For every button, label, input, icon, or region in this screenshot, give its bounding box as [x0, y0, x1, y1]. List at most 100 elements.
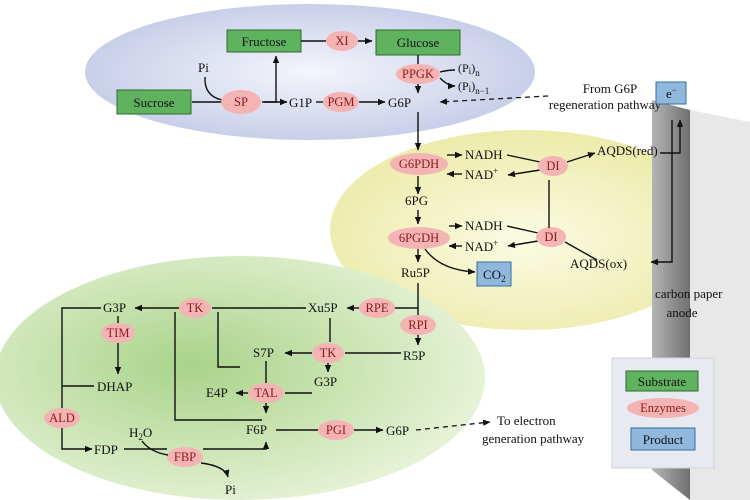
aqds-ox-label: AQDS(ox) [570, 256, 627, 271]
fbp-enzyme [167, 447, 203, 467]
anode-to-aqdsox-arrow [650, 120, 673, 266]
legend-substrate-label: Substrate [638, 374, 687, 389]
sp-enzyme [221, 90, 261, 114]
di2-enzyme [536, 227, 566, 247]
di1-enzyme-label: DI [546, 159, 559, 173]
g3p-mid-label: G3P [314, 374, 337, 389]
xi-enzyme-label: XI [335, 34, 348, 48]
f6p-label: F6P [246, 422, 267, 437]
pgm-enzyme-label: PGM [327, 95, 354, 109]
g3p-to-fdp-arrow [61, 307, 101, 453]
nad2-label: NAD+ [465, 238, 498, 254]
r5p-label: R5P [403, 348, 425, 363]
fructose-label: Fructose [242, 34, 287, 49]
nadh2-to-di-line [506, 225, 539, 234]
tal-enzyme-label: TAL [254, 386, 277, 400]
co2-label: CO2 [483, 267, 506, 284]
rpe-enzyme [359, 298, 395, 318]
tk2-enzyme-label: TK [320, 346, 337, 360]
6pgdh-enzyme [388, 227, 450, 249]
pgi-enzyme [318, 420, 354, 440]
g3p-left-label: G3P [103, 300, 126, 315]
to-electron-line1: To electron [497, 413, 556, 428]
pi-bottom-label: Pi [225, 482, 236, 497]
nadh1-to-di-line [506, 154, 541, 163]
g6p-bottom-label: G6P [386, 423, 409, 438]
rpi-enzyme-label: RPI [408, 318, 427, 332]
anode-label: anode [666, 305, 697, 320]
g6pdh-enzyme [390, 153, 448, 175]
xu5p-label: Xu5P [308, 300, 338, 315]
ppgk-pn-line [439, 69, 456, 73]
pgm-enzyme [323, 92, 359, 112]
g6p-top-label: G6P [388, 95, 411, 110]
ppgk-enzyme [396, 64, 440, 84]
6pgdh-enzyme-label: 6PGDH [399, 231, 439, 245]
nadh2-label: NADH [465, 218, 503, 233]
rpi-enzyme [400, 315, 436, 335]
ppgk-enzyme-label: PPGK [402, 67, 434, 81]
g6pdh-enzyme-label: G6PDH [399, 157, 439, 171]
nadh1-label: NADH [465, 147, 503, 162]
tk1-to-f6p-line [174, 312, 262, 421]
fbp-to-pi-arrow [200, 462, 230, 478]
from-g6p-line1: From G6P [583, 81, 638, 96]
pn-label: (Pi)n [458, 61, 480, 78]
h2o-label: H2O [129, 425, 152, 442]
electron-product-box [655, 81, 687, 105]
di2-to-aqdsox-line [564, 241, 598, 261]
aqds-red-label: AQDS(red) [597, 143, 658, 158]
from-g6p-dashed-arrow [439, 95, 549, 105]
pi-top: Pi [198, 60, 209, 75]
carbon-paper-label: carbon paper [655, 286, 723, 301]
pgi-enzyme-label: PGI [326, 423, 346, 437]
s7p-label: S7P [253, 345, 274, 360]
di2-enzyme-label: DI [544, 230, 557, 244]
dhap-label: DHAP [97, 379, 132, 394]
pn1-label: (Pi)n−1 [458, 79, 489, 96]
6pg-label: 6PG [405, 193, 428, 208]
legend-enzyme-ellipse [627, 398, 699, 418]
6pgdh-to-co2-arrow [424, 248, 476, 275]
rpe-enzyme-label: RPE [366, 301, 389, 315]
co2-product-box [476, 261, 512, 287]
tal-enzyme [248, 383, 284, 403]
e4p-label: E4P [206, 385, 228, 400]
tk1-to-e4p-line [217, 312, 240, 368]
tim-enzyme-label: TIM [107, 326, 130, 340]
fdp-label: FDP [94, 442, 118, 457]
sp-enzyme-label: SP [234, 95, 248, 109]
g1p-label: G1P [289, 95, 312, 110]
tim-enzyme [101, 323, 135, 343]
tk1-enzyme [179, 298, 211, 318]
pi-to-sp-line [204, 76, 223, 101]
di-to-nad2-arrow [507, 240, 539, 249]
sucrose-label: Sucrose [133, 95, 174, 110]
nad1-label: NAD+ [465, 166, 498, 182]
sucrose-substrate-box [116, 89, 192, 115]
tk2-enzyme [312, 343, 344, 363]
aqdsred-to-electron-arrow [660, 119, 684, 154]
xi-enzyme [326, 31, 358, 51]
to-electron-line2: generation pathway [482, 431, 585, 446]
legend-product-label: Product [643, 432, 684, 447]
tk1-enzyme-label: TK [187, 301, 204, 315]
ald-enzyme [44, 408, 80, 428]
ppgk-pn1-arrow [439, 77, 456, 90]
legend-enzymes-label: Enzymes [640, 401, 686, 415]
region-g6p-regeneration [0, 256, 485, 500]
electron-label: e− [666, 85, 677, 101]
from-g6p-line2: regeneration pathway [549, 97, 662, 112]
di1-to-aqdsred-arrow [566, 152, 596, 163]
di-to-nad1-arrow [507, 169, 541, 178]
glucose-label: Glucose [397, 35, 440, 50]
to-electron-dashed-arrow [415, 419, 491, 431]
fbp-enzyme-label: FBP [174, 450, 196, 464]
ru5p-label: Ru5P [401, 265, 430, 280]
h2o-to-fbp-line [141, 440, 169, 456]
di1-enzyme [538, 156, 568, 176]
ald-enzyme-label: ALD [49, 411, 75, 425]
legend-product-box [630, 427, 696, 451]
